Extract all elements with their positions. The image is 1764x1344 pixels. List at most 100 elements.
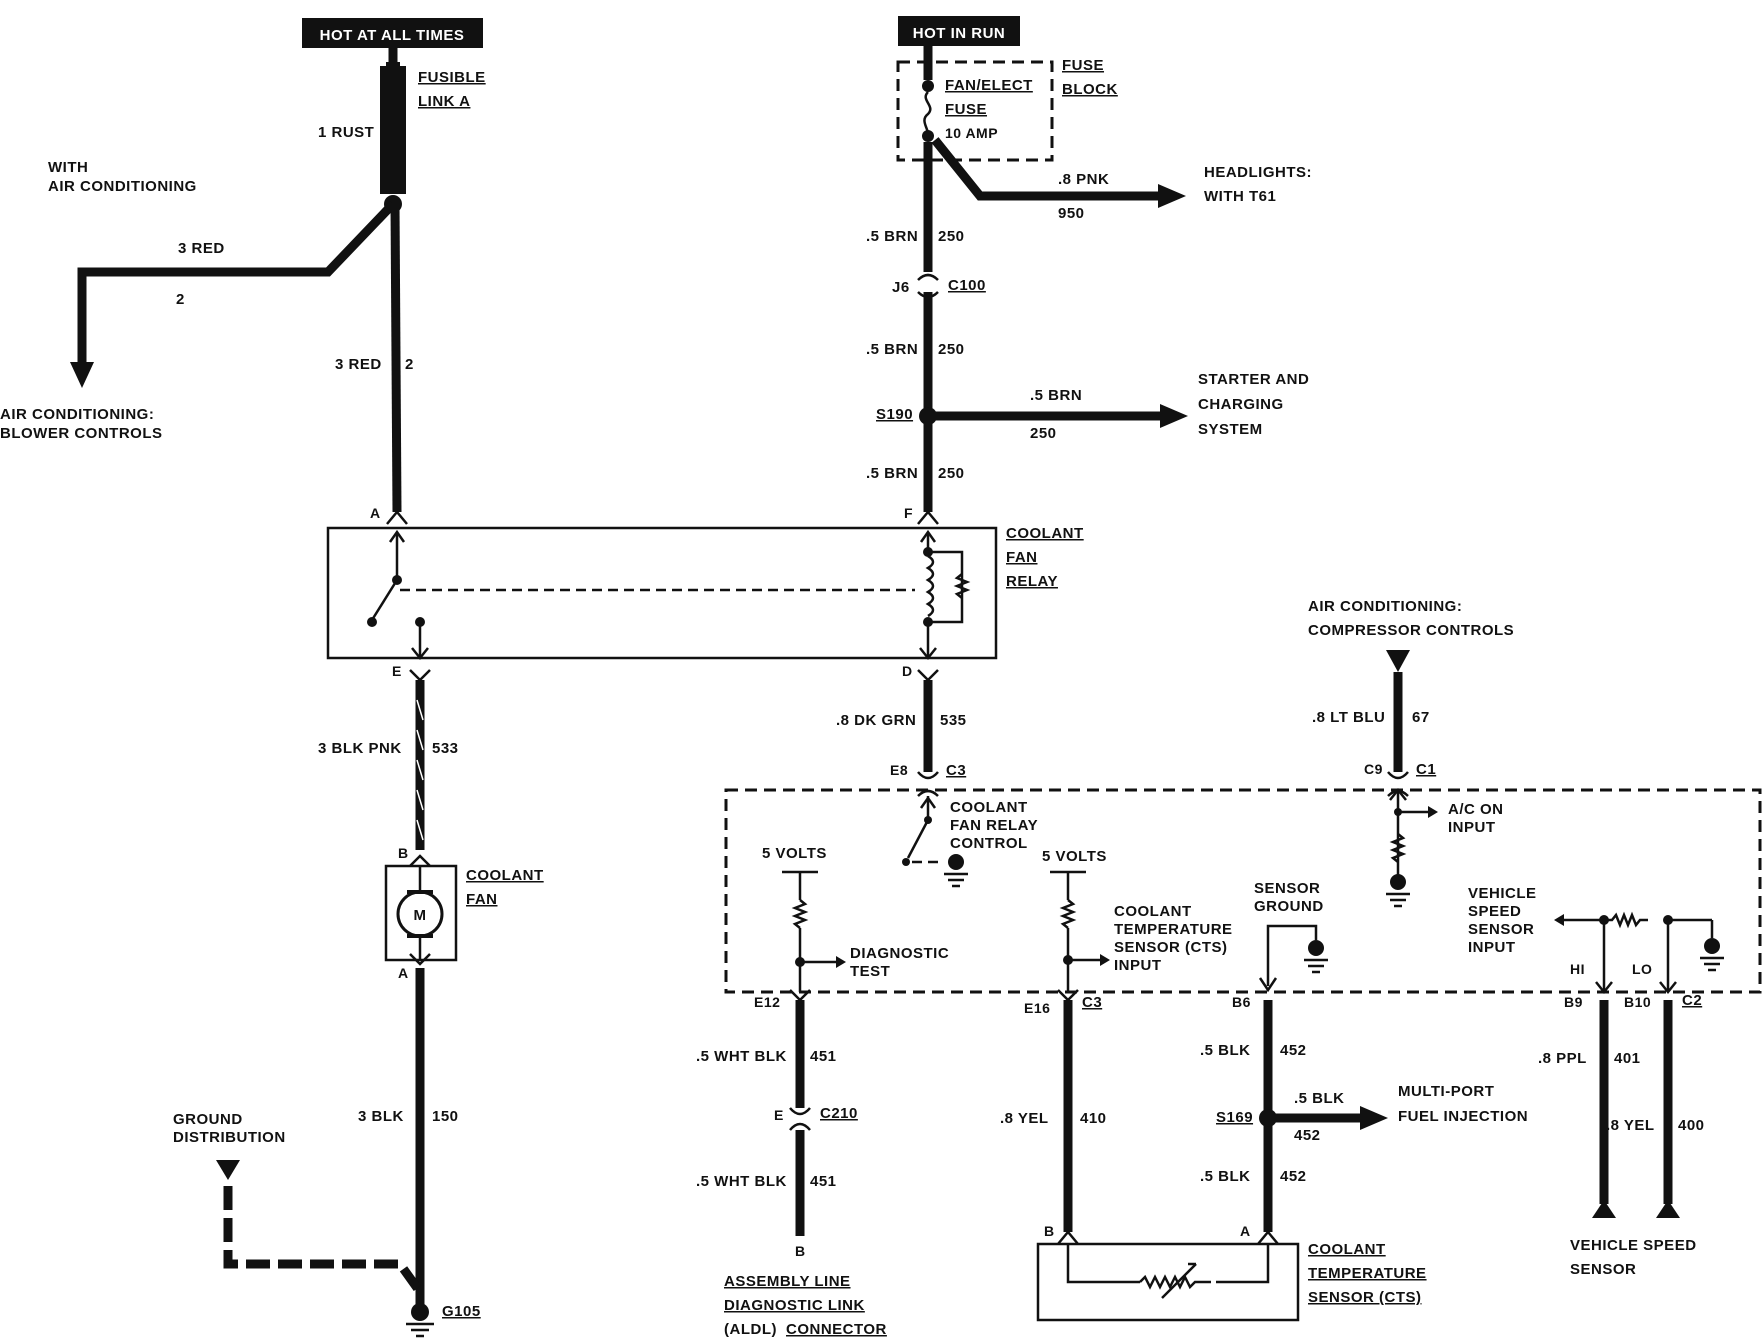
- vss-pin-b9: B9: [1564, 994, 1583, 1010]
- fan-feed-wire-stripe: [416, 699, 424, 841]
- five-volts-2-label: 5 VOLTS: [1042, 848, 1107, 865]
- ac-compressor-label-1: AIR CONDITIONING:: [1308, 598, 1462, 615]
- aldl-label-3b: CONNECTOR: [786, 1321, 887, 1338]
- aldl-label-1: ASSEMBLY LINE: [724, 1273, 851, 1290]
- relay-control-circuit-label: 535: [940, 712, 967, 729]
- connector-c100: [917, 273, 939, 408]
- vss-lo-wire-label: .8 YEL: [1606, 1117, 1655, 1134]
- ac-compressor-circuit-label: 67: [1412, 709, 1430, 726]
- coolant-fan-label-2: FAN: [466, 891, 498, 908]
- coolant-fan-motor: M: [384, 854, 458, 966]
- mpfi-wire: [1268, 1106, 1388, 1130]
- ground-dist-wire: [216, 1160, 424, 1295]
- vss-hi-wire-label: .8 PPL: [1538, 1050, 1587, 1067]
- cts-conn: C3: [1082, 994, 1102, 1011]
- relay-label-1: COOLANT: [1006, 525, 1084, 542]
- red-feed-wire-label: 3 RED: [335, 356, 382, 373]
- splice-s169-label: S169: [1216, 1109, 1253, 1126]
- fusible-link-wire-label: 1 RUST: [318, 124, 374, 141]
- starter-label-2: CHARGING: [1198, 396, 1284, 413]
- aldl-pin-e12: E12: [754, 994, 780, 1010]
- cts-input-label-2: TEMPERATURE: [1114, 921, 1233, 938]
- red-feed-circuit-label: 2: [405, 356, 414, 373]
- vss-lo-label: LO: [1632, 961, 1652, 977]
- headlights-wire: [931, 137, 1186, 208]
- relay-pin-d: D: [902, 663, 913, 679]
- ecm-relay-control-switch: [902, 789, 968, 888]
- ac-blower-label-1: AIR CONDITIONING:: [0, 406, 154, 423]
- vss-hi-label: HI: [1570, 961, 1585, 977]
- headlights-label-1: HEADLIGHTS:: [1204, 164, 1312, 181]
- sensor-ground-label-2: GROUND: [1254, 898, 1324, 915]
- sensor-ground-pin: B6: [1232, 994, 1251, 1010]
- vss-wire-lo: [1656, 1000, 1680, 1218]
- diagnostic-pullup: [782, 870, 846, 1002]
- ac-compressor-wire: [1386, 650, 1410, 797]
- fan-ground-wire-label: 3 BLK: [358, 1108, 404, 1125]
- vss-sensor-label-2: SENSOR: [1570, 1261, 1636, 1278]
- fuse-name-2: FUSE: [945, 101, 987, 118]
- brn-wire-2-label: .5 BRN: [866, 341, 918, 358]
- cts-sensor-label-3: SENSOR (CTS): [1308, 1289, 1422, 1306]
- ac-blower-wire: [70, 200, 397, 388]
- relay-control-conn: C3: [946, 762, 966, 779]
- headlights-label-2: WITH T61: [1204, 188, 1276, 205]
- aldl-conn-c210: C210: [820, 1105, 858, 1122]
- starter-wire: [928, 404, 1188, 428]
- fuse-rating: 10 AMP: [945, 125, 998, 141]
- starter-label-1: STARTER AND: [1198, 371, 1309, 388]
- vss-pin-b10: B10: [1624, 994, 1651, 1010]
- diag-test-label-1: DIAGNOSTIC: [850, 945, 949, 962]
- fuse-block-label-2: BLOCK: [1062, 81, 1118, 98]
- cts-pin: E16: [1024, 1000, 1050, 1016]
- ground-g105: [406, 1303, 434, 1338]
- with-ac-label-1: WITH: [48, 159, 88, 176]
- ac-blower-circuit-label: 2: [176, 291, 185, 308]
- cts-pullup: [1050, 870, 1110, 1002]
- aldl-circuit-1-label: 451: [810, 1048, 837, 1065]
- relay-pin-a: A: [370, 505, 381, 521]
- hot-at-all-times-header: HOT AT ALL TIMES: [302, 18, 483, 48]
- cts-input-label-3: SENSOR (CTS): [1114, 939, 1228, 956]
- brn-wire-1-label: .5 BRN: [866, 228, 918, 245]
- mpfi-circuit-label: 452: [1294, 1127, 1321, 1144]
- vss-wire-hi: [1592, 1000, 1616, 1218]
- vss-conn-c2: C2: [1682, 992, 1702, 1009]
- relay-control-pin: E8: [890, 762, 908, 778]
- cts-circuit-label: 410: [1080, 1110, 1107, 1127]
- relay-control-connector: [917, 771, 939, 780]
- vss-input-label-4: INPUT: [1468, 939, 1516, 956]
- fusible-link-label-2: LINK A: [418, 93, 470, 110]
- fuse-block: [896, 46, 1054, 272]
- sensor-ground-wire-2-label: .5 BLK: [1200, 1168, 1251, 1185]
- relay-control-label-2: FAN RELAY: [950, 817, 1038, 834]
- cts-wire-label: .8 YEL: [1000, 1110, 1049, 1127]
- mpfi-label-1: MULTI-PORT: [1398, 1083, 1494, 1100]
- sensor-ground-wire-1-label: .5 BLK: [1200, 1042, 1251, 1059]
- mpfi-label-2: FUEL INJECTION: [1398, 1108, 1528, 1125]
- diag-test-label-2: TEST: [850, 963, 890, 980]
- starter-label-3: SYSTEM: [1198, 421, 1263, 438]
- cts-sensor-label-2: TEMPERATURE: [1308, 1265, 1427, 1282]
- sensor-ground-symbol: [1258, 924, 1328, 993]
- cts-sensor-pin-a: A: [1240, 1223, 1251, 1239]
- vss-lo-circuit-label: 400: [1678, 1117, 1705, 1134]
- red-feed-wire: [390, 203, 402, 513]
- mpfi-wire-label: .5 BLK: [1294, 1090, 1345, 1107]
- ac-compressor-wire-label: .8 LT BLU: [1312, 709, 1385, 726]
- vss-input-label-1: VEHICLE: [1468, 885, 1537, 902]
- headlights-circuit-label: 950: [1058, 205, 1085, 222]
- with-ac-label-2: AIR CONDITIONING: [48, 178, 197, 195]
- fan-pin-b: B: [398, 845, 409, 861]
- svg-text:HOT IN RUN: HOT IN RUN: [913, 25, 1006, 42]
- sensor-ground-label-1: SENSOR: [1254, 880, 1320, 897]
- pin-j6: J6: [892, 279, 910, 296]
- fusible-link-a: [380, 48, 406, 213]
- ac-on-input-label-1: A/C ON: [1448, 801, 1504, 818]
- conn-c100: C100: [948, 277, 986, 294]
- ac-on-input: [1386, 787, 1438, 908]
- aldl-wire-1-label: .5 WHT BLK: [696, 1048, 787, 1065]
- relay-label-2: FAN: [1006, 549, 1038, 566]
- fan-feed-circuit-label: 533: [432, 740, 459, 757]
